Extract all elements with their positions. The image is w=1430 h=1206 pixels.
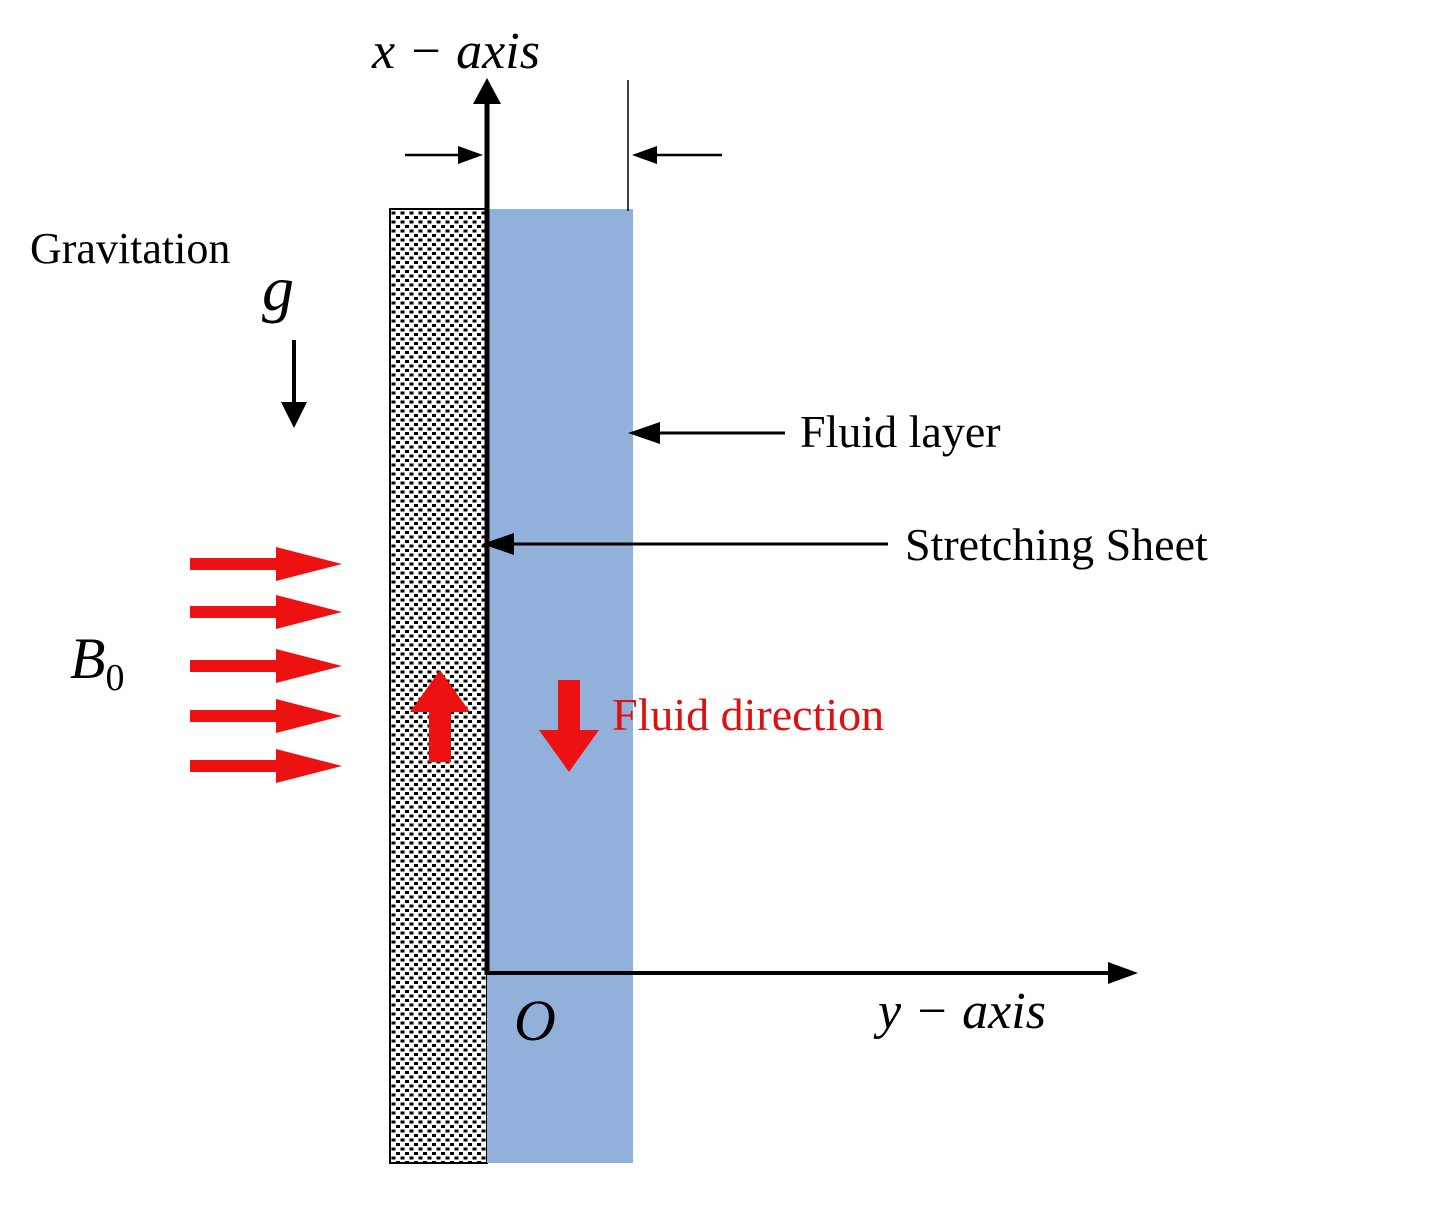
- gravity-symbol: g: [262, 253, 294, 324]
- y-axis-arrowhead: [1108, 962, 1138, 984]
- thickness-arrowhead-right: [632, 146, 657, 164]
- right-arrow-icon: [190, 547, 342, 581]
- thickness-arrowhead-left: [458, 146, 483, 164]
- fluid-layer-pointer-head: [628, 422, 660, 444]
- stretching-sheet-label: Stretching Sheet: [905, 519, 1208, 570]
- fluid-layer-label: Fluid layer: [800, 406, 1001, 457]
- magnetic-field-letter: B: [70, 626, 105, 691]
- up-arrow-icon: [410, 670, 470, 762]
- x-axis-label: x − axis: [371, 23, 540, 80]
- down-arrow-icon: [539, 680, 599, 772]
- right-arrow-icon: [190, 595, 342, 629]
- x-axis-arrowhead: [473, 78, 501, 104]
- origin-label: O: [514, 988, 556, 1053]
- right-arrow-icon: [190, 649, 342, 683]
- stretching-sheet-pointer-head: [482, 533, 514, 555]
- right-arrow-icon: [190, 749, 342, 783]
- magnetic-field-subscript: 0: [105, 657, 124, 699]
- y-axis-label: y − axis: [873, 983, 1046, 1040]
- fluid-direction-label: Fluid direction: [612, 689, 884, 740]
- right-arrow-icon: [190, 699, 342, 733]
- gravitation-label: Gravitation: [30, 224, 230, 273]
- down-arrow-icon: [281, 340, 307, 428]
- magnetic-field-symbol: B0: [70, 626, 124, 699]
